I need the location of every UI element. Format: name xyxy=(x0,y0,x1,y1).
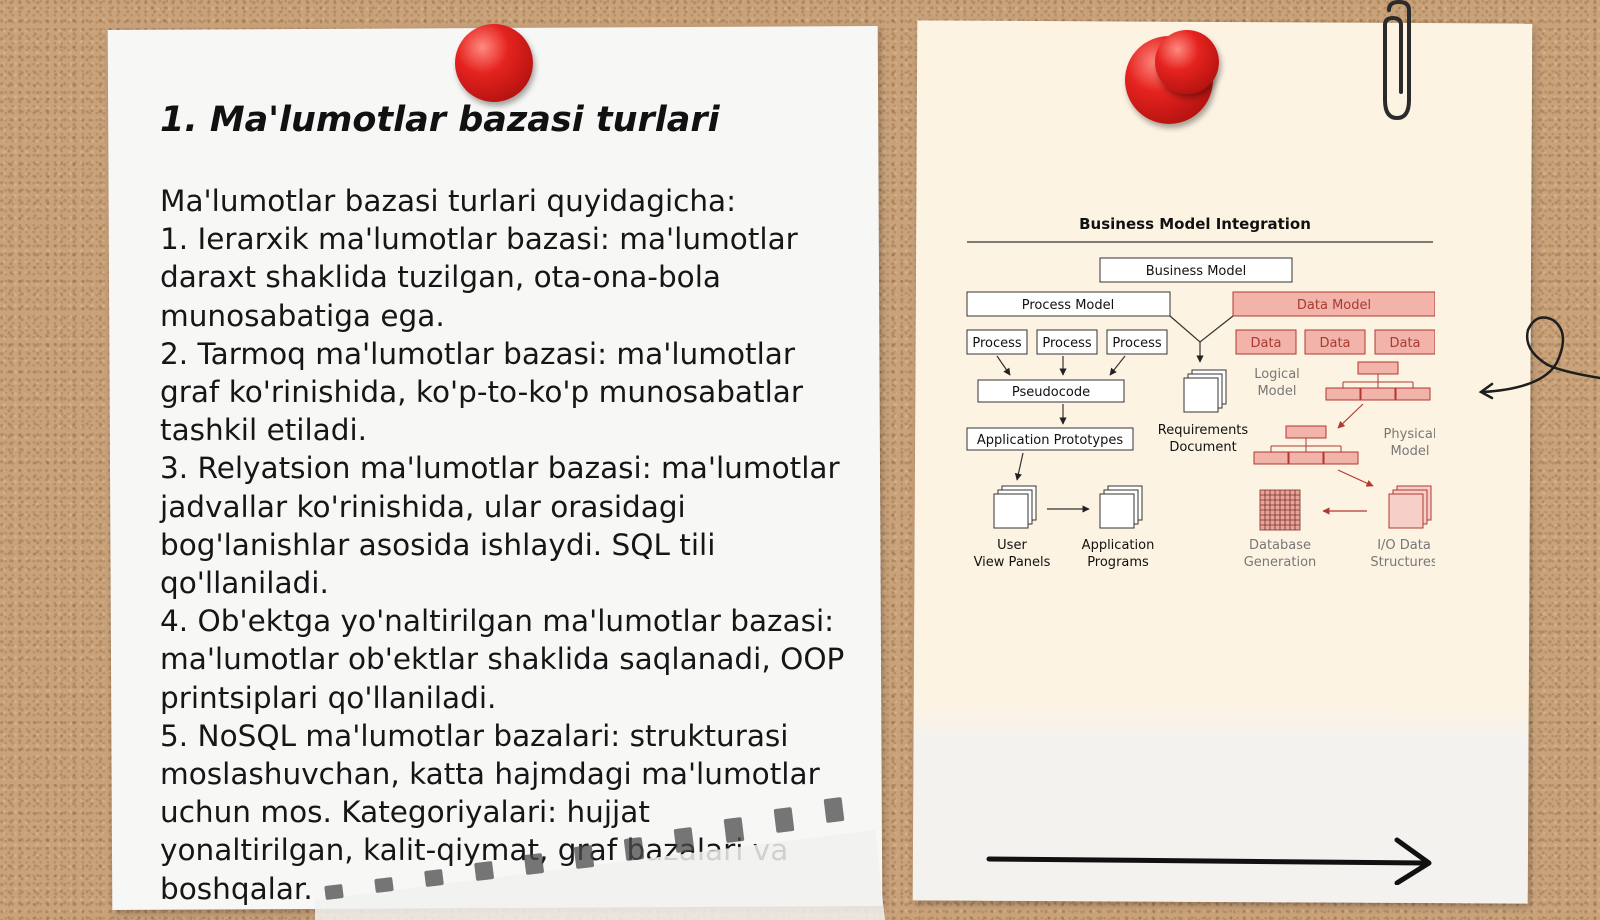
process-box xyxy=(1036,329,1098,355)
requirements-document-label: Requirements xyxy=(1158,423,1249,438)
decorative-curl-arrow-icon xyxy=(1478,316,1600,400)
application-programs-label: Application xyxy=(1082,538,1155,553)
process-box xyxy=(966,329,1028,355)
database-types-text: Ma'lumotlar bazasi turlari quyidagicha: … xyxy=(160,182,850,908)
list-item: 4. Ob'ektga yo'naltirilgan ma'lumotlar b… xyxy=(160,604,845,715)
user-view-panels-icon xyxy=(993,485,1037,529)
data-box xyxy=(1235,329,1297,355)
application-prototypes-label: Application Prototypes xyxy=(977,433,1123,448)
page-title: 1. Ma'lumotlar bazasi turlari xyxy=(160,100,720,140)
requirements-document-label: Document xyxy=(1169,440,1236,455)
user-view-panels-label: View Panels xyxy=(974,555,1051,570)
physical-model-label: Physical xyxy=(1384,427,1435,442)
flow-arrow xyxy=(1337,403,1364,429)
logical-model-label: Model xyxy=(1257,384,1296,399)
process-model-box xyxy=(966,291,1171,317)
diagram-title: Business Model Integration xyxy=(1079,215,1311,233)
requirements-document-icon xyxy=(1183,369,1227,413)
io-data-structures-icon xyxy=(1388,485,1432,529)
intro-line: Ma'lumotlar bazasi turlari quyidagicha: xyxy=(160,184,737,218)
data-box xyxy=(1304,329,1366,355)
business-model-label: Business Model xyxy=(1146,264,1247,279)
application-programs-label: Programs xyxy=(1087,555,1149,570)
application-prototypes-box xyxy=(966,427,1134,451)
database-generation-label: Database xyxy=(1249,538,1311,553)
flow-arrow xyxy=(996,355,1011,376)
merge-lines xyxy=(1169,315,1234,343)
process-label: Process xyxy=(1042,336,1092,351)
data-box xyxy=(1374,329,1435,355)
data-label: Data xyxy=(1389,336,1420,351)
list-item: 1. Ierarxik ma'lumotlar bazasi: ma'lumot… xyxy=(160,222,798,333)
list-item: 5. NoSQL ma'lumotlar bazalari: struktura… xyxy=(160,718,820,906)
list-item: 3. Relyatsion ma'lumotlar bazasi: ma'lum… xyxy=(160,451,840,601)
logical-model-label: Logical xyxy=(1254,367,1300,382)
paperclip-icon xyxy=(1383,0,1411,121)
io-data-structures-label: Structures xyxy=(1370,555,1435,570)
business-model-box xyxy=(1099,257,1293,283)
business-model-diagram: Business Model Integration Business Mode… xyxy=(966,215,1435,570)
physical-model-label: Model xyxy=(1390,444,1429,459)
right-arrow-icon xyxy=(986,837,1432,885)
io-data-structures-label: I/O Data xyxy=(1377,538,1431,553)
list-item: 2. Tarmoq ma'lumotlar bazasi: ma'lumotla… xyxy=(160,336,803,448)
physical-model-tree-icon xyxy=(1253,425,1359,465)
database-generation-grid-icon xyxy=(1259,489,1301,531)
process-box xyxy=(1106,329,1168,355)
process-label: Process xyxy=(972,336,1022,351)
data-model-label: Data Model xyxy=(1297,298,1371,313)
database-generation-label: Generation xyxy=(1244,555,1317,570)
red-pushpin-icon xyxy=(1155,30,1219,94)
flow-arrow xyxy=(1337,469,1374,487)
data-model-box xyxy=(1232,291,1435,317)
data-label: Data xyxy=(1319,336,1350,351)
pseudocode-box xyxy=(977,379,1125,403)
application-programs-icon xyxy=(1099,485,1143,529)
process-model-label: Process Model xyxy=(1022,298,1114,313)
pseudocode-label: Pseudocode xyxy=(1012,385,1090,400)
user-view-panels-label: User xyxy=(997,538,1027,553)
red-pushpin-icon xyxy=(455,24,533,102)
logical-model-tree-icon xyxy=(1325,361,1431,401)
data-label: Data xyxy=(1250,336,1281,351)
process-label: Process xyxy=(1112,336,1162,351)
flow-arrow xyxy=(1014,452,1024,481)
flow-arrow xyxy=(1109,355,1126,376)
